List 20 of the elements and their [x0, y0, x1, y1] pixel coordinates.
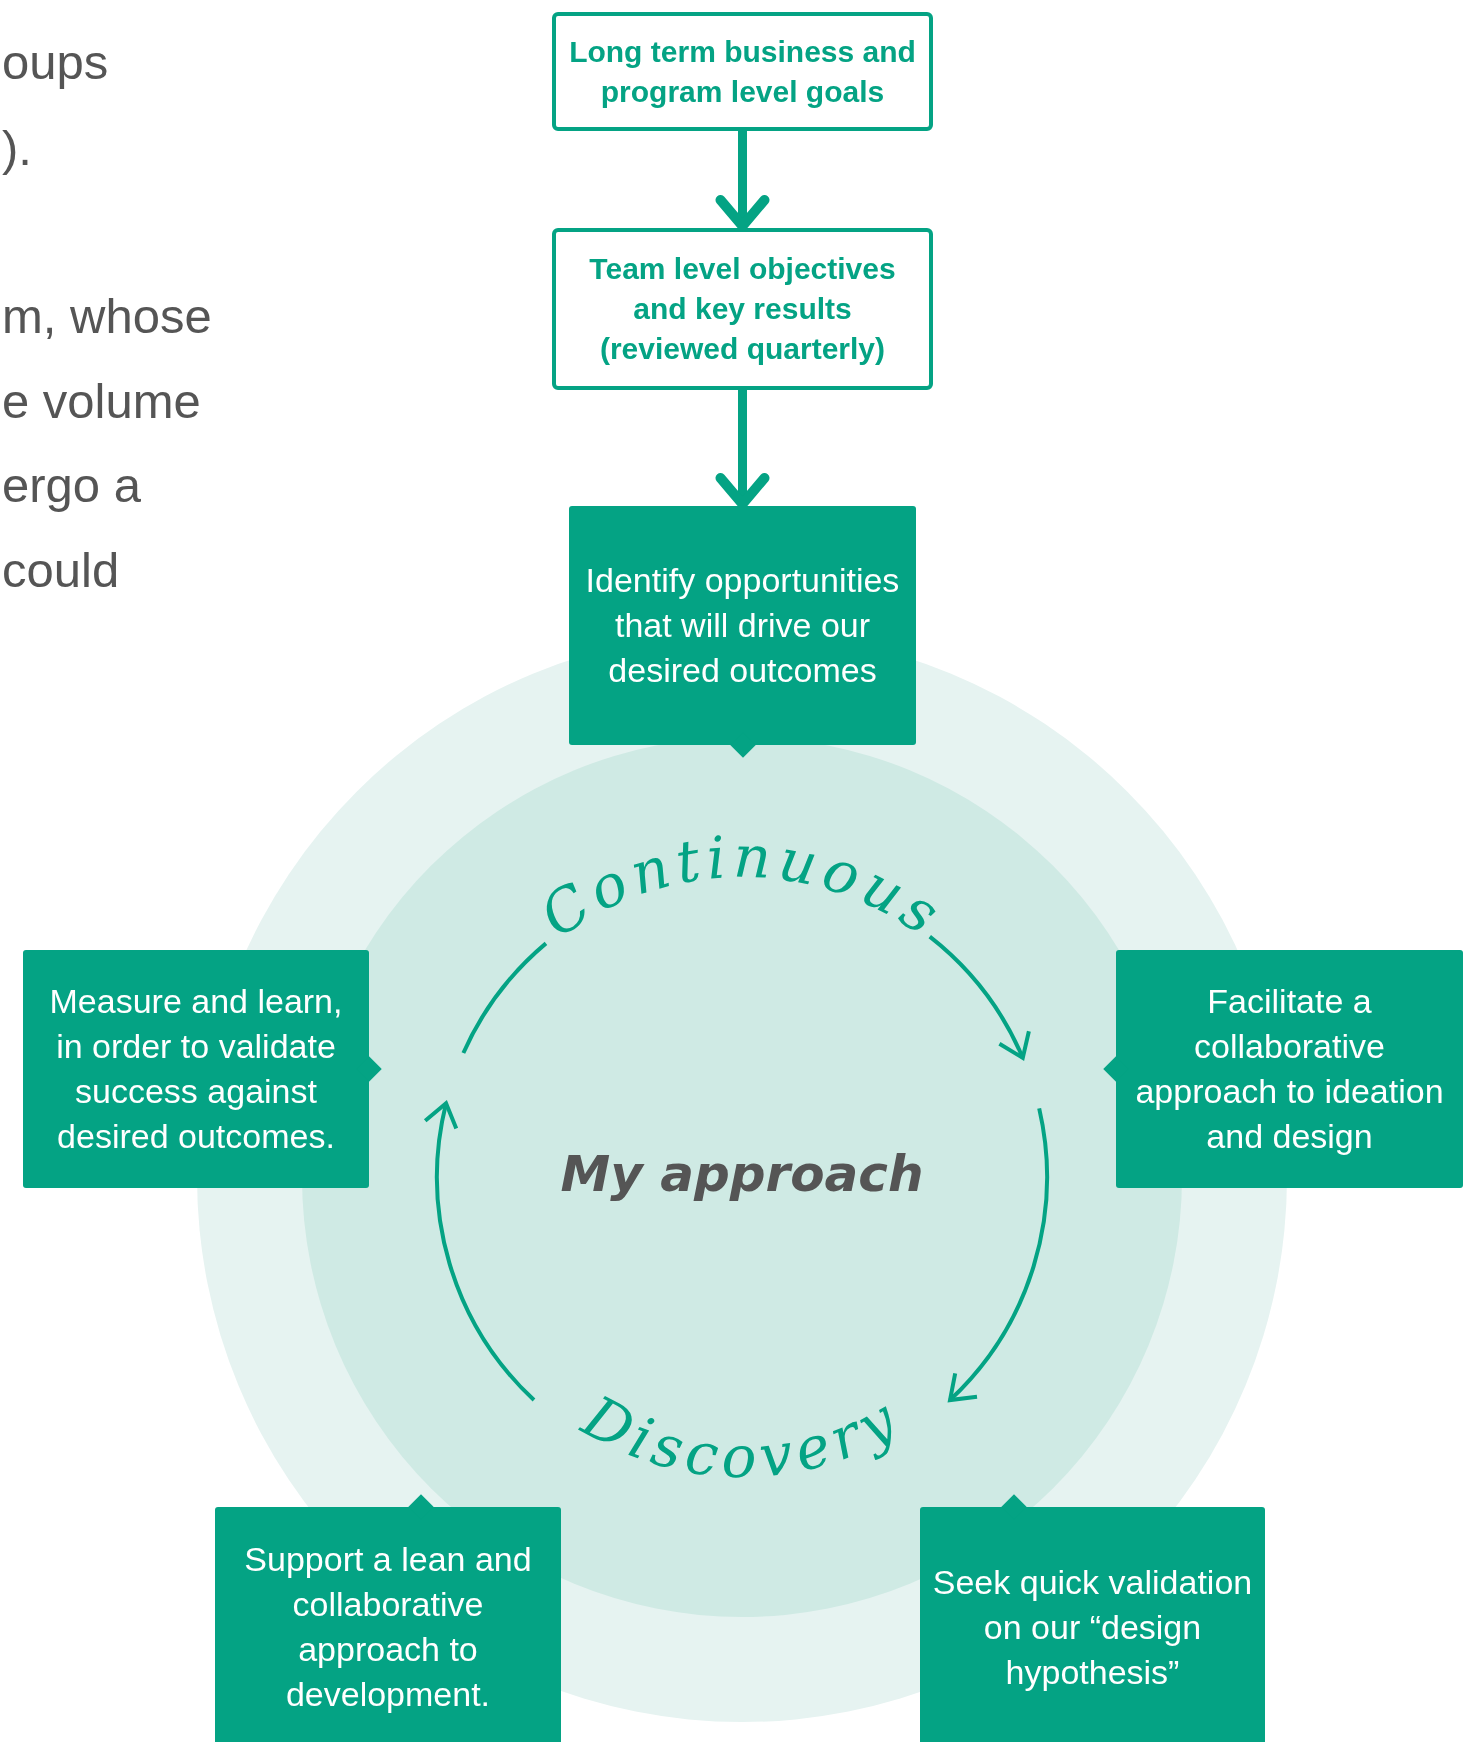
box-text: Long term business and program level goals — [568, 33, 917, 110]
curved-heading: Discovery — [572, 1382, 912, 1491]
box-text: Seek quick validation on our “design hypothesis” — [931, 1561, 1254, 1693]
arrow — [715, 390, 770, 509]
body-text: oups — [2, 34, 109, 90]
box-text: Facilitate a collaborative approach to ideation and design — [1134, 981, 1445, 1157]
box-text: Measure and learn, in order to validate success against desired outcomes. — [48, 981, 344, 1157]
box-text: Identify opportunities that will drive our desired outcomes — [584, 560, 901, 691]
body-text: could — [2, 542, 120, 598]
curved-heading: Continuous — [528, 822, 957, 951]
center-title: My approach — [560, 1145, 924, 1203]
body-text: e volume — [2, 373, 201, 429]
box-text: Support a lean and collaborative approach to development. — [243, 1539, 533, 1715]
goal-box — [552, 12, 933, 131]
body-text: ). — [2, 120, 32, 176]
goal-box — [552, 228, 933, 390]
arrow — [715, 131, 770, 231]
box-text: Team level objectives and key results (reviewed quarterly) — [588, 251, 897, 367]
body-text: m, whose — [2, 288, 212, 344]
body-text: ergo a — [2, 457, 141, 513]
